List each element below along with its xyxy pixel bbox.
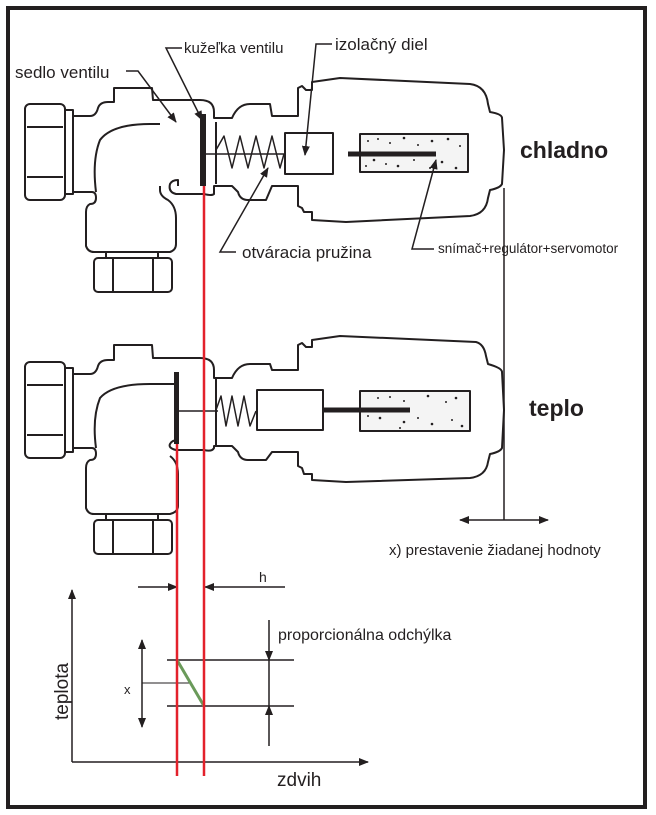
label-valve-cone: kužeľka ventilu xyxy=(184,40,283,57)
label-setpoint-adjustment: x) prestavenie žiadanej hodnoty xyxy=(389,542,601,559)
stroke-temperature-graph: teplota zdvih h proporcionálna odchýlka … xyxy=(52,569,452,791)
label-h: h xyxy=(259,569,267,585)
valve-cone-cold xyxy=(200,114,206,186)
opening-spring-icon xyxy=(215,135,285,169)
valve-warm-state xyxy=(24,335,505,555)
label-insulating-part: izolačný diel xyxy=(335,35,428,54)
diagram-frame xyxy=(6,6,647,809)
label-sensor: snímač+regulátor+servomotor xyxy=(438,241,619,256)
valve-cone-leader-icon xyxy=(164,47,203,121)
opening-spring-icon xyxy=(215,395,257,427)
label-valve-seat: sedlo ventilu xyxy=(15,63,110,82)
insulating-part xyxy=(284,132,334,175)
inlet-nut-icon xyxy=(24,361,74,459)
spring-leader-icon xyxy=(218,167,269,253)
state-cold: chladno xyxy=(520,137,608,163)
outlet-nut-icon xyxy=(93,514,173,555)
outlet-nut-icon xyxy=(93,252,173,293)
insulating-part xyxy=(256,389,324,431)
valve-cold-state xyxy=(24,77,505,293)
label-opening-spring: otváracia pružina xyxy=(242,243,372,262)
x-axis-label: zdvih xyxy=(277,770,321,791)
characteristic-line xyxy=(175,659,206,707)
sensor-fill-warm xyxy=(367,394,464,429)
insulating-part-leader-icon xyxy=(301,43,332,156)
valve-body xyxy=(73,335,505,483)
label-proportional-deviation: proporcionálna odchýlka xyxy=(278,627,452,644)
valve-cone-warm xyxy=(174,372,179,444)
inlet-nut-icon xyxy=(24,103,74,201)
y-axis-label: teplota xyxy=(52,663,73,720)
state-warm: teplo xyxy=(529,395,584,421)
valve-body xyxy=(73,77,505,223)
sensor-leader-icon xyxy=(411,159,438,250)
label-x: x xyxy=(124,682,131,697)
valve-seat-leader-icon xyxy=(126,70,177,123)
